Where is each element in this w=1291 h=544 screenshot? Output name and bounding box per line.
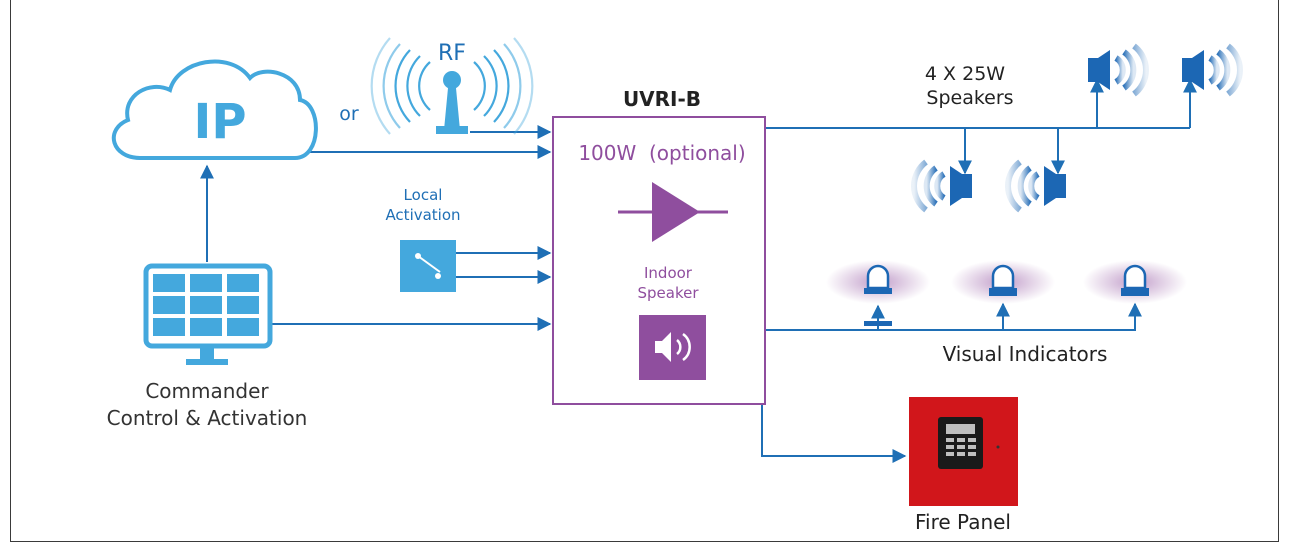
visual-indicators-label: Visual Indicators [943, 342, 1108, 366]
commander-label-line2: Control & Activation [107, 406, 308, 430]
indoor-speaker-icon [639, 315, 706, 380]
commander-label-line1: Commander [145, 379, 269, 403]
fire-panel-link [761, 405, 907, 463]
connection-lines [200, 78, 1197, 463]
ip-label: IP [193, 94, 246, 150]
strobe-light-icon [951, 260, 1055, 304]
horn-speaker-icon [911, 159, 972, 213]
indoor-speaker-label-line1: Indoor [644, 264, 693, 282]
speakers-label-line1: 4 X 25W [925, 63, 1005, 85]
local-activation-label-line2: Activation [385, 206, 460, 224]
cloud-icon [111, 59, 318, 160]
switch-icon [400, 240, 456, 292]
device-name-label: UVRI-B [623, 87, 701, 111]
or-label: or [339, 103, 359, 125]
rf-antenna-icon [370, 37, 534, 135]
amplifier-label: 100W (optional) [578, 141, 745, 165]
amplifier-symbol-icon [618, 182, 728, 242]
computer-monitor-icon [143, 263, 273, 365]
local-activation-label-line1: Local [404, 186, 443, 204]
indicator-bus [765, 304, 1136, 331]
fire-panel-icon [909, 397, 1018, 506]
speakers-label-line2: Speakers [926, 87, 1013, 109]
strobe-light-icon [826, 260, 930, 326]
strobe-light-icon [1083, 260, 1187, 304]
fire-panel-label: Fire Panel [915, 510, 1011, 534]
indoor-speaker-label-line2: Speaker [637, 284, 699, 302]
rf-label: RF [438, 41, 466, 66]
diagram-frame [10, 0, 1279, 542]
